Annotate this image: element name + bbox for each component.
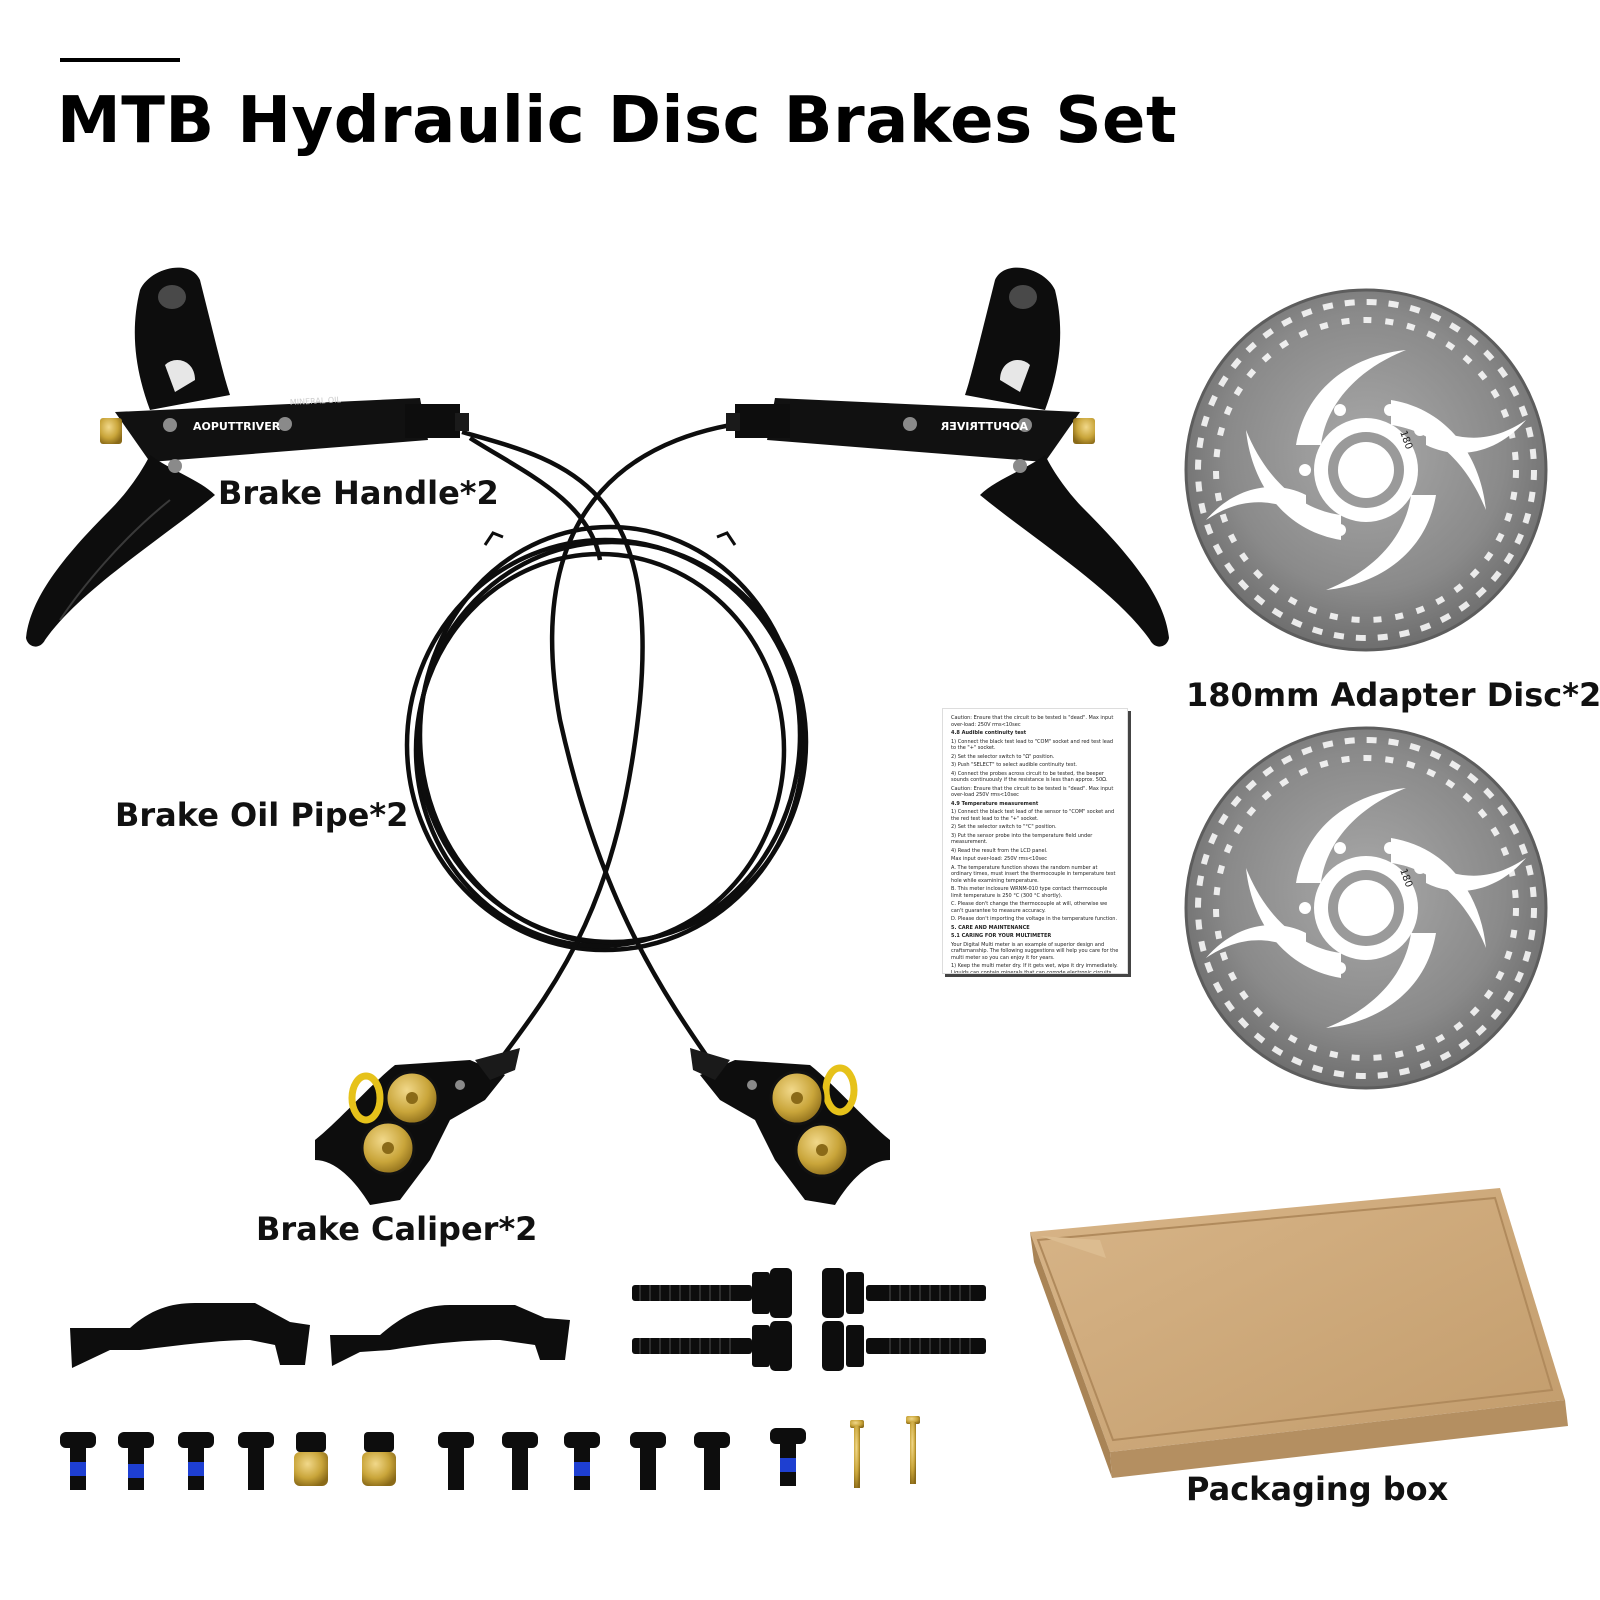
page-title: MTB Hydraulic Disc Brakes Set xyxy=(57,84,1178,158)
left-handle-oil-marking: MINERAL OIL xyxy=(290,395,342,407)
title-rule xyxy=(60,58,180,62)
brake-handle-label: Brake Handle*2 xyxy=(218,474,499,512)
caliper-label: Brake Caliper*2 xyxy=(256,1210,538,1248)
manual-line: 5. CARE AND MAINTENANCE xyxy=(951,924,1030,931)
rotor-disc-bottom xyxy=(1184,726,1548,1090)
oil-pipe-label: Brake Oil Pipe*2 xyxy=(115,796,409,834)
rotor-disc-top xyxy=(1184,288,1548,652)
manual-line: 2) Set the selector switch to "Ω" positi… xyxy=(951,753,1055,760)
manual-line: 1) Connect the black test lead of the se… xyxy=(951,809,1115,822)
manual-line: Caution: Ensure that the circuit to be t… xyxy=(951,785,1114,799)
manual-line: D. Please don't importing the voltage in… xyxy=(951,916,1118,922)
manual-line: 2) Set the selector switch to "°C" posit… xyxy=(951,824,1057,830)
brake-oil-pipe xyxy=(404,417,809,1077)
left-handle-brand: AOPUTTRIVER xyxy=(193,420,281,433)
manual-line: 1) Keep the multi meter dry. If it gets … xyxy=(951,963,1118,974)
right-handle-brand: AOPUTTRIVER xyxy=(940,420,1028,433)
manual-line: 5.1 CARING FOR YOUR MULTIMETER xyxy=(951,933,1052,939)
manual-line: 3) Push "SELECT" to select audible conti… xyxy=(951,762,1078,768)
manual-line: 4) Connect the probes across circuit to … xyxy=(951,770,1108,784)
manual-line: C. Please don't change the thermocouple … xyxy=(951,901,1108,914)
manual-line: 1) Connect the black test lead to "COM" … xyxy=(951,738,1114,752)
packaging-box xyxy=(1030,1188,1568,1478)
manual-line: 4.9 Temperature measurement xyxy=(951,800,1039,807)
manual-line: 3) Put the sensor probe into the tempera… xyxy=(951,832,1093,846)
manual-line: Max input over-load: 250V rms<10sec xyxy=(951,856,1047,862)
adapter-disc-label: 180mm Adapter Disc*2 xyxy=(1186,676,1600,714)
manual-line: B. This meter inclosure WRNM-010 type co… xyxy=(951,886,1108,899)
left-brake-handle xyxy=(26,267,469,647)
left-caliper xyxy=(315,1048,520,1205)
packaging-box-label: Packaging box xyxy=(1186,1470,1449,1508)
long-bolts xyxy=(632,1268,986,1371)
instruction-manual: Caution: Ensure that the circuit to be t… xyxy=(942,708,1128,974)
right-caliper xyxy=(690,1048,890,1205)
manual-line: 4.8 Audible continuity test xyxy=(951,730,1027,736)
manual-line: 4) Read the result from the LCD panel. xyxy=(951,847,1048,854)
manual-line: Caution: Ensure that the circuit to be t… xyxy=(951,715,1114,728)
mount-adapters xyxy=(70,1303,570,1368)
screws-row xyxy=(60,1416,920,1490)
manual-line: A. The temperature function shows the ra… xyxy=(951,864,1116,884)
manual-line: Your Digital Multi meter is an example o… xyxy=(951,941,1119,961)
right-brake-handle xyxy=(726,267,1169,647)
